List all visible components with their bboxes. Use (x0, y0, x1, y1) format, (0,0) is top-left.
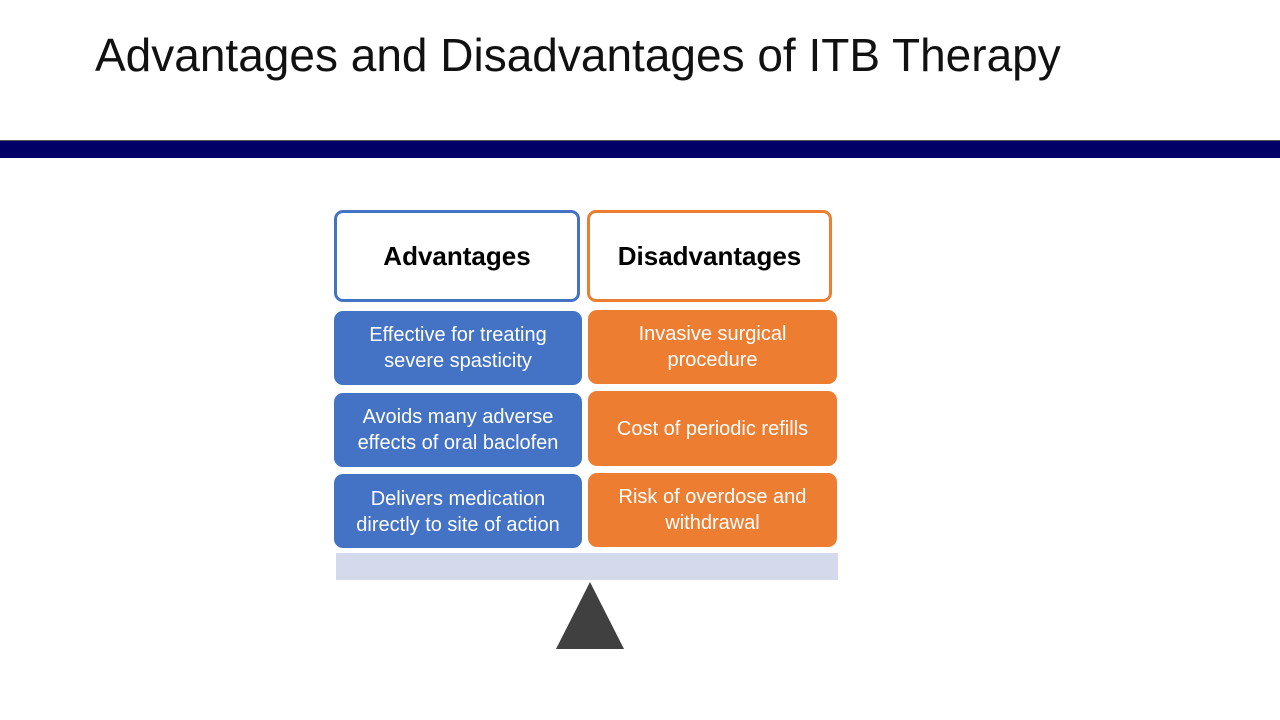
slide-title: Advantages and Disadvantages of ITB Ther… (95, 29, 1061, 81)
title-divider-bar (0, 140, 1280, 158)
advantages-heading: Advantages (334, 210, 580, 302)
disadvantages-heading: Disadvantages (587, 210, 832, 302)
disadvantage-item: Risk of overdose and withdrawal (588, 473, 837, 547)
scale-beam (336, 553, 838, 580)
disadvantage-item: Invasive surgical procedure (588, 310, 837, 384)
advantage-item: Delivers medication directly to site of … (334, 474, 582, 548)
disadvantage-item: Cost of periodic refills (588, 391, 837, 466)
advantage-item: Avoids many adverse effects of oral bacl… (334, 393, 582, 467)
scale-fulcrum-triangle (556, 582, 624, 649)
advantage-item: Effective for treating severe spasticity (334, 311, 582, 385)
